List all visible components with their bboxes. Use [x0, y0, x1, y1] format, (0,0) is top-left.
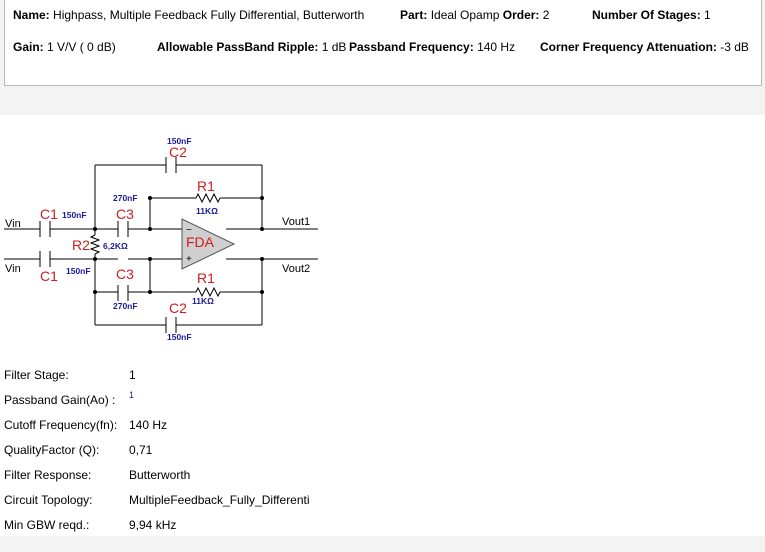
stages-value: 1 [704, 8, 711, 22]
c3-bottom-value: 270nF [113, 301, 138, 311]
opamp-label: FDA [186, 234, 215, 250]
corner-label: Corner Frequency Attenuation: [540, 40, 717, 54]
corner-field: Corner Frequency Attenuation: -3 dB [540, 40, 749, 54]
r2-name: R2 [72, 237, 90, 253]
fda-opamp-symbol [181, 218, 236, 270]
corner-value: -3 dB [720, 40, 749, 54]
detail-value-filter-response: Butterworth [129, 468, 191, 482]
vout2-label: Vout2 [282, 263, 310, 275]
detail-value-passband-gain: 1 [129, 390, 135, 400]
part-value: Ideal Opamp [430, 8, 500, 22]
gain-value: 1 V/V ( 0 dB) [47, 40, 116, 54]
detail-value-circuit-topology: MultipleFeedback_Fully_Differenti [129, 493, 310, 507]
part-label: Part: [400, 8, 428, 22]
r1-bottom-value: 11KΩ [192, 296, 214, 306]
c2-bottom-name: C2 [169, 300, 187, 316]
detail-label-cutoff-frequency: Cutoff Frequency(fn): [4, 418, 118, 432]
c3-bottom-name: C3 [116, 266, 134, 282]
gain-field: Gain: 1 V/V ( 0 dB) [13, 40, 116, 54]
c2-top-value: 150nF [167, 136, 192, 146]
opamp-plus: + [186, 254, 192, 265]
gain-label: Gain: [13, 40, 44, 54]
vin-bottom-label: Vin [5, 263, 21, 275]
ripple-value: 1 dB [321, 40, 347, 54]
detail-value-quality-factor: 0,71 [129, 443, 153, 457]
c3-top-value: 270nF [113, 193, 138, 203]
circuit-schematic: FDA − + Vin Vin Vout1 Vout2 C1 C1 R2 C3 … [4, 136, 318, 342]
r1-top-name: R1 [197, 178, 215, 194]
passband-field: Passband Frequency: 140 Hz [349, 40, 515, 54]
detail-label-filter-stage: Filter Stage: [4, 368, 69, 382]
name-label: Name: [13, 8, 50, 22]
detail-label-filter-response: Filter Response: [4, 468, 92, 482]
detail-value-filter-stage: 1 [129, 368, 136, 382]
name-value: Highpass, Multiple Feedback Fully Differ… [53, 8, 365, 22]
detail-label-quality-factor: QualityFactor (Q): [4, 443, 100, 457]
detail-label-passband-gain: Passband Gain(Ao) : [4, 393, 116, 407]
order-label: Order: [502, 8, 540, 22]
detail-label-circuit-topology: Circuit Topology: [4, 493, 93, 507]
opamp-minus: − [186, 225, 192, 236]
r1-bottom-name: R1 [197, 270, 215, 286]
c2-bottom-value: 150nF [167, 332, 192, 342]
r1-top-value: 11KΩ [196, 206, 218, 216]
passband-label: Passband Frequency: [349, 40, 474, 54]
name-field: Name: Highpass, Multiple Feedback Fully … [13, 8, 364, 22]
filter-summary-panel: Name: Highpass, Multiple Feedback Fully … [4, 0, 762, 86]
vin-top-label: Vin [5, 218, 21, 230]
c1-bottom-name: C1 [40, 268, 58, 284]
stages-field: Number Of Stages: 1 [592, 8, 711, 22]
vout1-label: Vout1 [282, 216, 310, 228]
part-field: Part: Ideal Opamp Order: 2 [400, 8, 549, 22]
schematic-wires [4, 157, 318, 333]
detail-value-min-gbw: 9,94 kHz [129, 518, 177, 532]
detail-label-min-gbw: Min GBW reqd.: [4, 518, 90, 532]
passband-value: 140 Hz [477, 40, 516, 54]
results-area: FDA − + Vin Vin Vout1 Vout2 C1 C1 R2 C3 … [0, 115, 765, 536]
c3-top-name: C3 [116, 206, 134, 222]
ripple-field: Allowable PassBand Ripple: 1 dB [157, 40, 346, 54]
order-value: 2 [542, 8, 550, 22]
junction-dots [93, 196, 264, 294]
c2-top-name: C2 [169, 144, 187, 160]
ripple-label: Allowable PassBand Ripple: [157, 40, 319, 54]
r2-value: 6,2KΩ [103, 241, 128, 251]
detail-value-cutoff-frequency: 140 Hz [129, 418, 168, 432]
c1-top-name: C1 [40, 206, 58, 222]
c1-bottom-value: 150nF [66, 266, 91, 276]
stages-label: Number Of Stages: [592, 8, 701, 22]
c1-top-value: 150nF [62, 210, 87, 220]
